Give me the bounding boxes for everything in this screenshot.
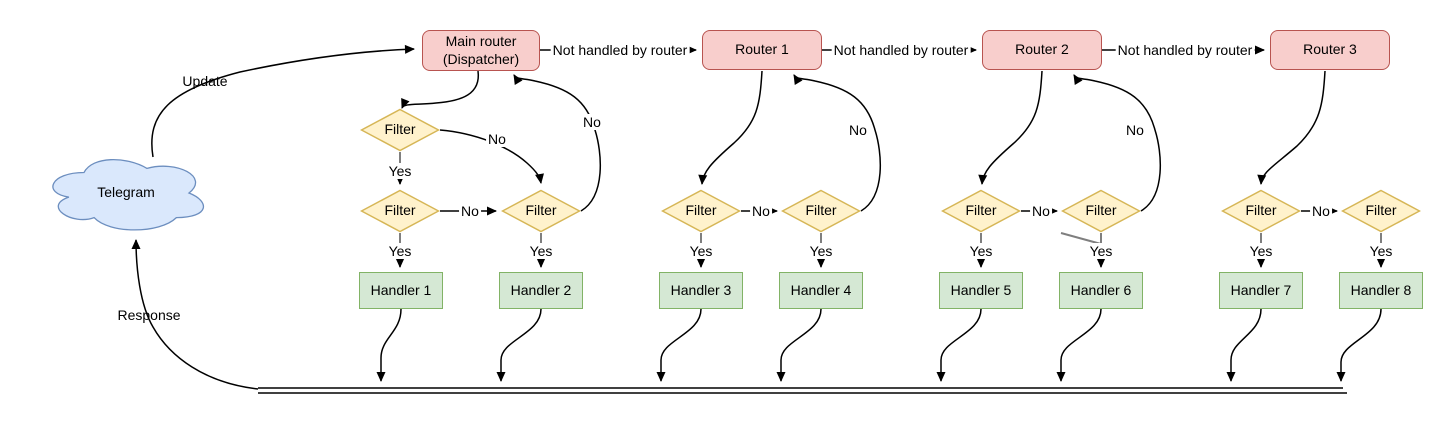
edge-label-no: No xyxy=(1310,203,1332,219)
edge-label-not-handled: Not handled by router xyxy=(550,42,690,58)
edge-no-return xyxy=(1073,74,1162,212)
edge-label-yes: Yes xyxy=(687,243,715,259)
diamond-shape xyxy=(941,189,1021,233)
edge-handler-to-bus xyxy=(496,308,542,382)
handler-node: Handler 6 xyxy=(1059,272,1143,309)
cloud-icon xyxy=(52,158,205,231)
router-2-node: Router 2 xyxy=(982,30,1102,70)
handler-node: Handler 7 xyxy=(1219,272,1303,309)
edge-handler-to-bus xyxy=(1056,308,1102,382)
filter-label: Filter xyxy=(965,202,997,219)
edge-router-to-filter xyxy=(698,70,763,185)
edge-filter-no-curve xyxy=(439,129,544,184)
edge-update xyxy=(151,44,415,158)
edge-label-no: No xyxy=(750,203,772,219)
handler-node: Handler 5 xyxy=(939,272,1023,309)
filter-node: Filter xyxy=(1341,189,1421,233)
filter-label: Filter xyxy=(384,121,416,138)
filter-label: Filter xyxy=(525,202,557,219)
edge-label-no: No xyxy=(581,114,603,130)
edge-handler-to-bus xyxy=(1336,308,1382,382)
diamond-shape xyxy=(1061,189,1141,233)
edge-label-update: Update xyxy=(182,73,228,89)
handler-node: Handler 4 xyxy=(779,272,863,309)
diamond-shape xyxy=(501,189,581,233)
filter-label: Filter xyxy=(1365,202,1397,219)
edge-response xyxy=(131,239,259,390)
handler-node: Handler 2 xyxy=(499,272,583,309)
edge-no-return xyxy=(793,74,882,212)
diamond-shape xyxy=(781,189,861,233)
diamond-shape xyxy=(360,108,440,152)
filter-label: Filter xyxy=(384,202,416,219)
filter-node: Filter xyxy=(360,108,440,152)
edge-handler-to-bus xyxy=(656,308,702,382)
edge-handler-to-bus xyxy=(376,308,402,382)
handler-node: Handler 8 xyxy=(1339,272,1423,309)
diamond-shape xyxy=(1341,189,1421,233)
diamond-shape xyxy=(1221,189,1301,233)
diamond-shape xyxy=(661,189,741,233)
edge-label-yes: Yes xyxy=(1087,243,1115,259)
filter-label: Filter xyxy=(685,202,717,219)
edge-dispatcher-to-filter xyxy=(401,70,479,109)
edge-label-no: No xyxy=(847,122,869,138)
edge-label-no: No xyxy=(486,131,508,147)
telegram-cloud-node: Telegram xyxy=(42,152,210,234)
diamond-shape xyxy=(360,189,440,233)
edge-label-yes: Yes xyxy=(1367,243,1395,259)
edge-label-no: No xyxy=(1030,203,1052,219)
edge-label-yes: Yes xyxy=(386,163,414,179)
router-1-node: Router 1 xyxy=(702,30,822,70)
edge-label-no: No xyxy=(459,203,481,219)
edge-handler-to-bus xyxy=(776,308,822,382)
cloud-label: Telegram xyxy=(97,184,155,201)
filter-node: Filter xyxy=(1061,189,1141,233)
edge-label-yes: Yes xyxy=(967,243,995,259)
edge-label-yes: Yes xyxy=(1247,243,1275,259)
edge-handler-to-bus xyxy=(936,308,982,382)
filter-node: Filter xyxy=(781,189,861,233)
filter-node: Filter xyxy=(1221,189,1301,233)
filter-node: Filter xyxy=(941,189,1021,233)
handler-node: Handler 1 xyxy=(359,272,443,309)
filter-label: Filter xyxy=(1085,202,1117,219)
edge-handler-to-bus xyxy=(1226,308,1262,382)
edge-yes-stub xyxy=(1060,232,1102,245)
edge-label-no: No xyxy=(1124,122,1146,138)
edge-label-not-handled: Not handled by router xyxy=(1115,42,1255,58)
edge-label-not-handled: Not handled by router xyxy=(831,42,971,58)
edge-label-response: Response xyxy=(117,307,181,323)
main-router-node: Main router (Dispatcher) xyxy=(422,30,540,71)
filter-node: Filter xyxy=(501,189,581,233)
router-3-node: Router 3 xyxy=(1270,30,1390,70)
filter-label: Filter xyxy=(1245,202,1277,219)
edge-router-to-filter xyxy=(1257,70,1326,185)
edge-router-to-filter xyxy=(978,70,1043,185)
handler-node: Handler 3 xyxy=(659,272,743,309)
filter-node: Filter xyxy=(360,189,440,233)
filter-node: Filter xyxy=(661,189,741,233)
edge-label-yes: Yes xyxy=(807,243,835,259)
edge-label-yes: Yes xyxy=(386,243,414,259)
filter-label: Filter xyxy=(805,202,837,219)
edge-label-yes: Yes xyxy=(527,243,555,259)
edge-no-return xyxy=(513,74,602,212)
